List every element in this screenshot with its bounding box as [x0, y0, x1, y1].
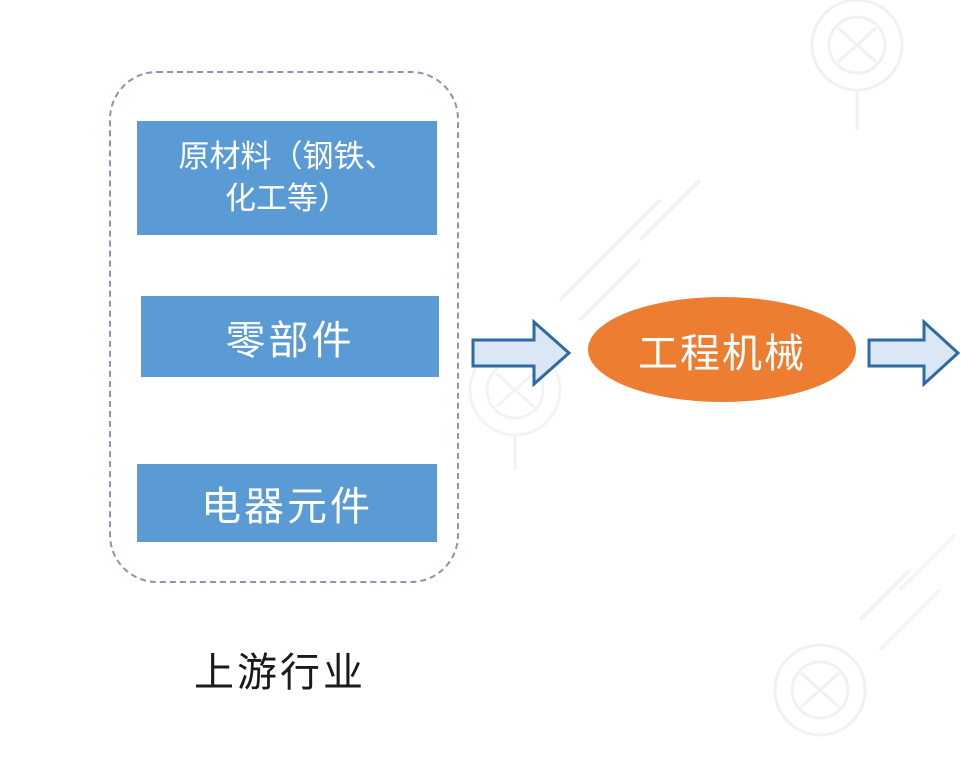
raw-materials-line1: 原材料（钢铁、: [178, 139, 396, 175]
upstream-group-label: 上游行业: [194, 650, 366, 696]
watermark-strokes: [558, 178, 957, 652]
upstream-group-box: [109, 71, 459, 583]
electrical-components-block: 电器元件: [137, 464, 437, 542]
parts-block: 零部件: [141, 296, 439, 377]
parts-label: 零部件: [225, 317, 355, 364]
raw-materials-line2: 化工等）: [225, 181, 349, 217]
block-right-arrow-icon: [471, 319, 572, 387]
electrical-components-label: 电器元件: [201, 484, 373, 530]
hangcha-logo-icon: [773, 643, 867, 737]
raw-materials-block: 原材料（钢铁、 化工等）: [137, 121, 437, 235]
block-right-arrow-icon: [867, 319, 961, 387]
construction-machinery-node: 工程机械: [588, 297, 856, 402]
construction-machinery-label: 工程机械: [638, 330, 806, 377]
hangcha-logo-icon: [810, 0, 904, 130]
